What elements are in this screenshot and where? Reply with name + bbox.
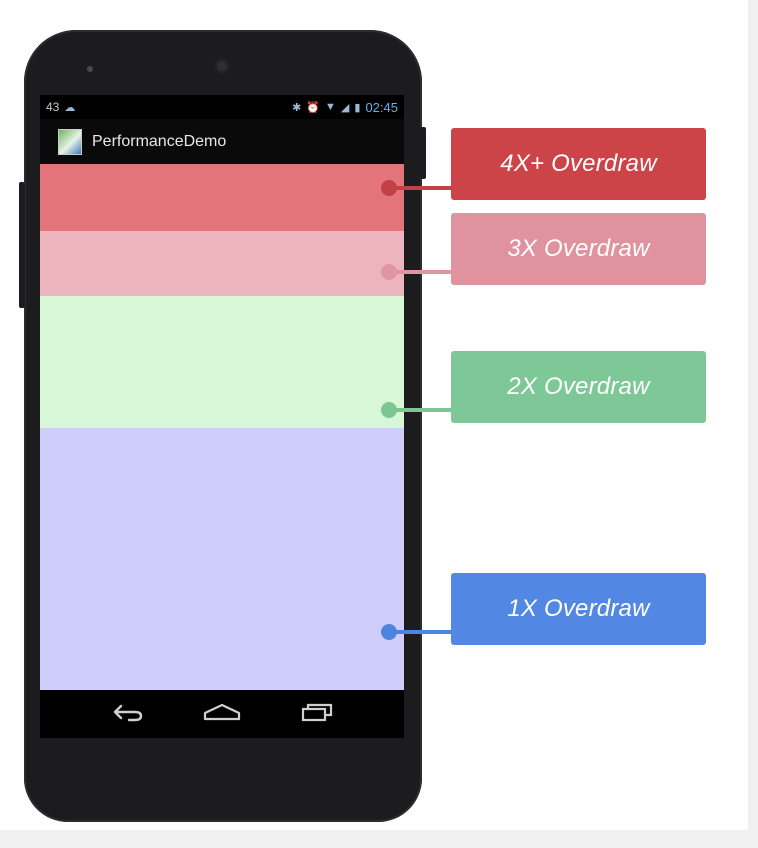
marker-2x <box>381 402 397 418</box>
phone-screen: 43 ☁ ✱ ⏰ ▼ ◢ ▮ 02:45 PerformanceDemo <box>40 95 404 738</box>
status-clock: 02:45 <box>365 99 398 115</box>
front-camera <box>214 58 230 74</box>
label-1x-overdraw: 1X Overdraw <box>451 573 706 645</box>
label-4x-overdraw: 4X+ Overdraw <box>451 128 706 200</box>
marker-1x <box>381 624 397 640</box>
overdraw-band-1x <box>40 428 404 690</box>
navigation-bar <box>40 690 404 738</box>
app-logo-icon <box>58 128 82 155</box>
volume-button <box>19 182 25 308</box>
slide-canvas: 43 ☁ ✱ ⏰ ▼ ◢ ▮ 02:45 PerformanceDemo <box>0 0 748 830</box>
app-title: PerformanceDemo <box>92 132 227 150</box>
label-2x-overdraw: 2X Overdraw <box>451 351 706 423</box>
connector-2x <box>388 408 452 412</box>
speaker-dot <box>87 66 93 72</box>
connector-1x <box>388 630 452 634</box>
power-button <box>420 127 426 179</box>
notification-count: 43 <box>46 100 60 114</box>
overdraw-band-4x <box>40 164 404 231</box>
phone-device: 43 ☁ ✱ ⏰ ▼ ◢ ▮ 02:45 PerformanceDemo <box>24 30 422 822</box>
chat-icon: ☁ <box>64 101 76 114</box>
overdraw-band-2x <box>40 296 404 428</box>
connector-4x <box>388 186 452 190</box>
label-3x-overdraw: 3X Overdraw <box>451 213 706 285</box>
home-icon[interactable] <box>202 702 242 727</box>
wifi-icon: ▼ <box>325 101 336 113</box>
bluetooth-icon: ✱ <box>292 101 302 114</box>
marker-4x <box>381 180 397 196</box>
overdraw-band-3x <box>40 231 404 296</box>
connector-3x <box>388 270 452 274</box>
alarm-icon: ⏰ <box>306 101 321 114</box>
action-bar[interactable]: PerformanceDemo <box>40 119 404 164</box>
marker-3x <box>381 264 397 280</box>
status-bar: 43 ☁ ✱ ⏰ ▼ ◢ ▮ 02:45 <box>40 95 404 119</box>
recents-icon[interactable] <box>299 702 335 727</box>
battery-icon: ▮ <box>354 101 361 114</box>
back-icon[interactable] <box>109 702 145 727</box>
signal-icon: ◢ <box>340 101 350 114</box>
